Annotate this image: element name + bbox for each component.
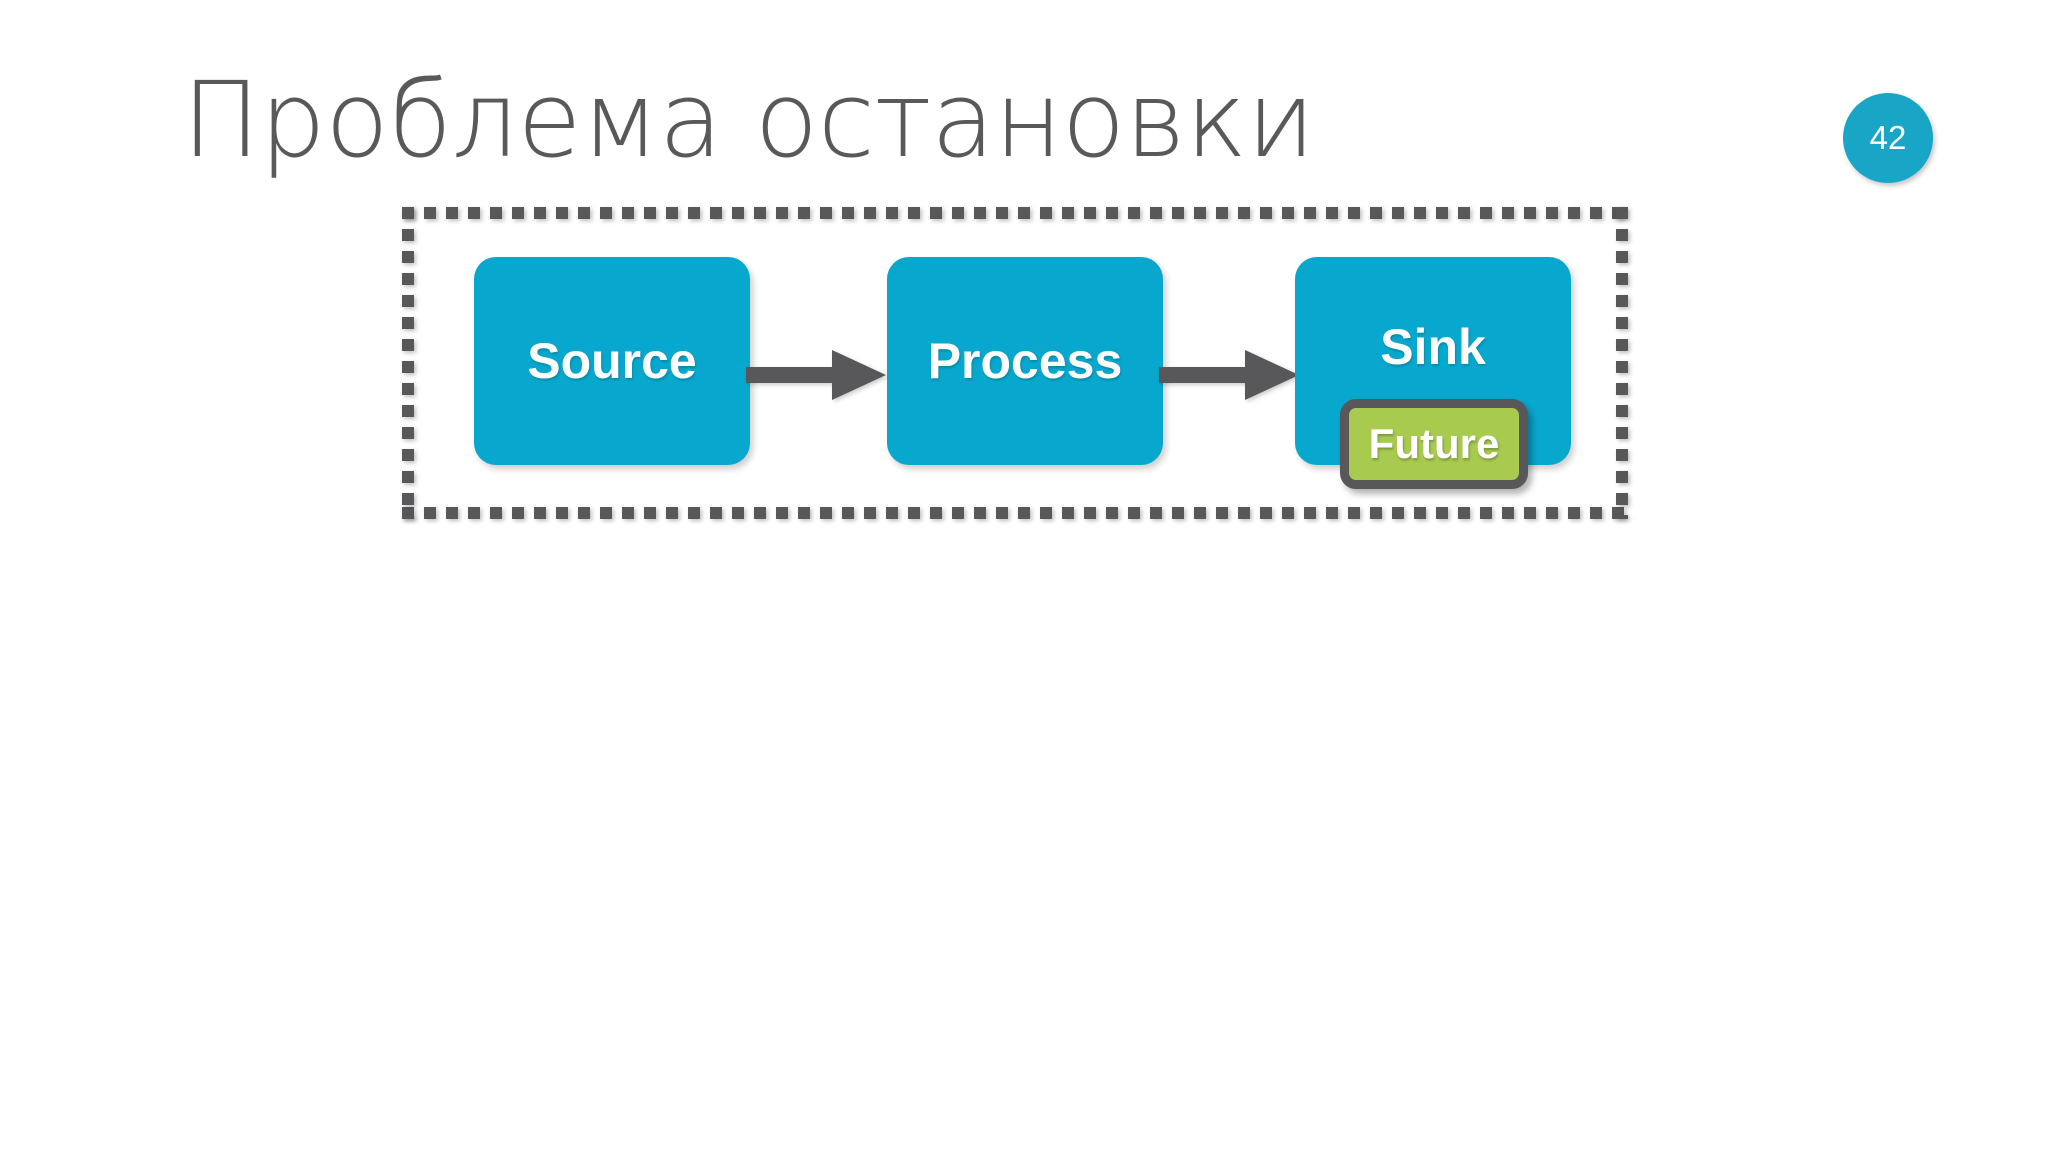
node-process[interactable]: Process	[887, 257, 1163, 465]
flow-arrow-process-to-sink	[1159, 350, 1299, 400]
future-annotation-label: Future	[1368, 420, 1500, 467]
dashed-border-right	[1616, 207, 1628, 519]
node-source-label: Source	[527, 333, 697, 389]
future-annotation-badge[interactable]: Future	[1340, 399, 1528, 489]
page-number-badge: 42	[1843, 93, 1933, 183]
dashed-border-bottom	[402, 507, 1628, 519]
dashed-border-left	[402, 207, 414, 519]
node-source[interactable]: Source	[474, 257, 750, 465]
pipeline-group-boundary: Source Process Sink Future	[402, 207, 1628, 519]
node-process-label: Process	[927, 333, 1123, 389]
dashed-border-top	[402, 207, 1628, 219]
flow-arrow-source-to-process	[746, 350, 886, 400]
page-number-label: 42	[1869, 118, 1907, 156]
page-title: Проблема остановки	[182, 59, 1315, 181]
node-sink-label: Sink	[1380, 319, 1486, 375]
